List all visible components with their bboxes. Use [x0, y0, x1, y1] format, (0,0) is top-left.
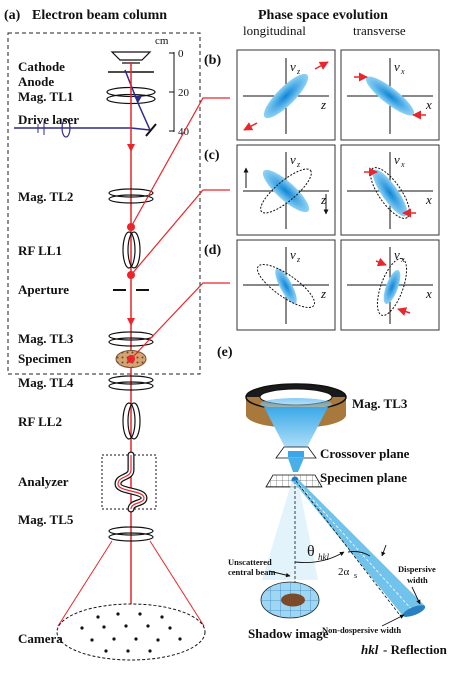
camera-cone-right [149, 540, 205, 627]
laser-lens-icon [61, 118, 71, 138]
unscattered-label-2: central beam [228, 567, 275, 577]
anode-label: Anode [18, 74, 54, 89]
alpha-arc [347, 551, 371, 557]
camera-dots [80, 612, 182, 653]
reflection-hkl: hkl [361, 642, 379, 657]
svg-text:hkl: hkl [318, 552, 329, 562]
tl5-lens-icon [108, 526, 154, 542]
analyzer-label: Analyzer [18, 474, 69, 489]
detail-lens-label: Mag. TL3 [352, 396, 408, 411]
panel-a-label: (a) [4, 8, 21, 23]
svg-text:x: x [425, 97, 432, 112]
ll1-label: RF LL1 [18, 243, 62, 258]
svg-text:z: z [296, 67, 301, 76]
dispersive-label-2: width [407, 575, 428, 585]
shadow-image [260, 581, 320, 619]
cathode-label: Cathode [18, 59, 65, 74]
diffraction-spot [402, 605, 426, 617]
phase-d-transverse: v x x [340, 239, 440, 331]
scale-tick-20: 20 [178, 87, 190, 99]
tl4-lens-icon [108, 375, 154, 391]
tl3-label: Mag. TL3 [18, 331, 74, 346]
detail-panel: (e) Mag. TL3 Crossover plane Specimen pl… [217, 345, 448, 657]
phase-c-transverse: v x x [340, 144, 440, 236]
specimen-plane-label: Specimen plane [320, 470, 407, 485]
scale-tick-0: 0 [178, 48, 184, 60]
svg-text:z: z [320, 192, 326, 207]
connector-c [130, 189, 230, 276]
svg-text:v: v [394, 59, 400, 74]
column-panel: (a) Electron beam column cm 0 20 40 Cath… [4, 8, 230, 661]
theta-arc [294, 551, 345, 563]
svg-text:x: x [400, 255, 405, 264]
panel-e-label: (e) [217, 345, 233, 360]
camera-cone-left [57, 540, 113, 627]
panel-c-label: (c) [204, 148, 220, 163]
camera-screen [56, 603, 206, 661]
connector-d [130, 282, 230, 360]
svg-text:v: v [290, 247, 296, 262]
cathode-icon [110, 51, 152, 64]
central-beam [262, 481, 318, 580]
col-transverse: transverse [353, 23, 406, 38]
svg-text:v: v [394, 152, 400, 167]
phase-d-longitudinal: v z z [236, 239, 336, 331]
beam-arrow-1 [127, 144, 135, 152]
panel-b-label: (b) [204, 53, 221, 68]
ll1-lens-icon [122, 231, 141, 269]
nondispersive-label: Non-dospersive width [322, 625, 401, 635]
phase-title: Phase space evolution [258, 8, 388, 23]
svg-text:v: v [290, 59, 296, 74]
alpha-label: 2α [338, 566, 350, 578]
specimen-label: Specimen [18, 351, 72, 366]
svg-text:z: z [296, 160, 301, 169]
panel-d-label: (d) [204, 243, 221, 258]
reflection-label: - Reflection [383, 642, 448, 657]
svg-text:v: v [290, 152, 296, 167]
laser-mirror [145, 123, 157, 137]
aperture-label: Aperture [18, 282, 69, 297]
phase-space-panel: Phase space evolution longitudinal trans… [204, 8, 440, 331]
tl1-label: Mag. TL1 [18, 89, 73, 104]
analyzer-icon [101, 451, 157, 513]
dispersive-label-1: Dispersive [398, 564, 436, 574]
svg-text:z: z [320, 97, 326, 112]
svg-text:x: x [425, 192, 432, 207]
tl2-label: Mag. TL2 [18, 189, 73, 204]
theta-label: θ [307, 543, 315, 560]
phase-b-longitudinal: v z z [236, 49, 336, 141]
svg-text:z: z [296, 255, 301, 264]
tl5-label: Mag. TL5 [18, 512, 74, 527]
svg-text:x: x [400, 67, 405, 76]
ll2-lens-icon [122, 402, 141, 440]
camera-label: Camera [18, 631, 63, 646]
col-longitudinal: longitudinal [243, 23, 306, 38]
crossover-label: Crossover plane [320, 446, 410, 461]
svg-text:x: x [400, 160, 405, 169]
connector-b [130, 97, 230, 228]
laser-label: Drive laser [18, 112, 79, 127]
svg-text:v: v [394, 247, 400, 262]
diffracted-beam [293, 480, 425, 616]
scale-unit: cm [155, 35, 169, 47]
column-title: Electron beam column [32, 8, 167, 23]
tl4-label: Mag. TL4 [18, 375, 74, 390]
svg-text:s: s [354, 571, 357, 580]
phase-b-transverse: v x x [340, 49, 440, 141]
svg-text:x: x [425, 286, 432, 301]
phase-c-longitudinal: v z z [236, 144, 336, 236]
svg-text:z: z [320, 286, 326, 301]
ll2-label: RF LL2 [18, 414, 62, 429]
converging-beam [264, 407, 328, 453]
unscattered-label-1: Unscattered [228, 557, 272, 567]
beam-arrow-2 [127, 318, 135, 326]
shadow-label: Shadow image [248, 626, 329, 641]
tl2-lens-icon [108, 188, 154, 204]
